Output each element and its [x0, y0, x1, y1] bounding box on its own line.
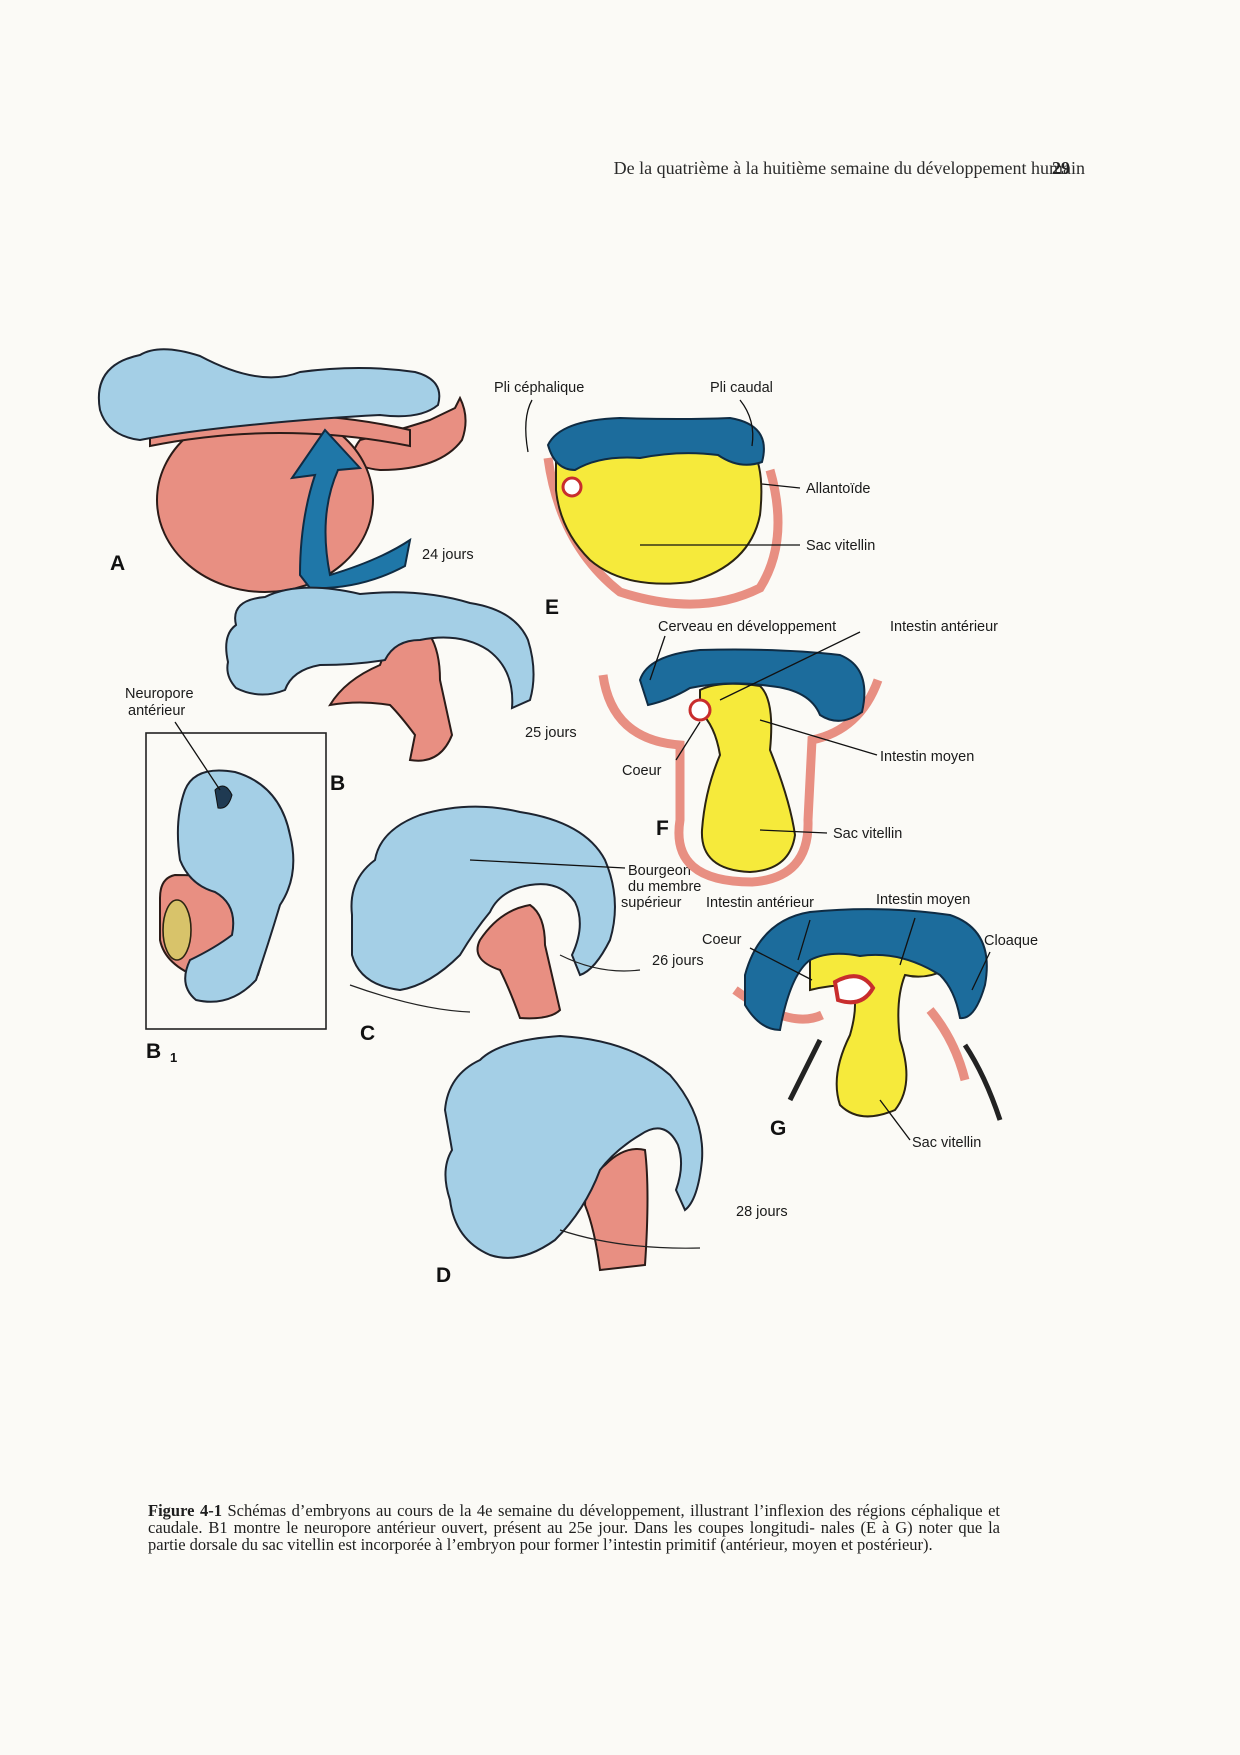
pointer-cerveau [649, 635, 666, 681]
pointer-allantoide [761, 483, 801, 489]
panel-label-b1: B [146, 1040, 161, 1063]
label-sac-vitellin-g: Sac vitellin [912, 1135, 981, 1151]
page-number: 29 [1052, 158, 1070, 178]
label-intestin-anterieur-f: Intestin antérieur [890, 619, 998, 635]
pointer-coeur-g [749, 947, 813, 981]
age-label-a: 24 jours [422, 547, 474, 563]
pointer-bourgeon [469, 859, 626, 869]
caption-figure-label: Figure 4-1 [148, 1501, 222, 1520]
age-label-b: 25 jours [525, 725, 577, 741]
pointer-neuropore [174, 721, 221, 791]
caption-line-1: Schémas d’embryons au cours de la 4e sem… [227, 1501, 906, 1520]
panel-g-illustration [732, 908, 988, 1118]
panel-d-illustration [443, 1034, 704, 1272]
pointer-sac-vitellin-g [879, 1099, 911, 1141]
pointer-cloaque [971, 951, 991, 991]
label-neuropore-1: Neuropore [125, 686, 194, 702]
panel-label-f: F [656, 817, 669, 840]
panel-a-illustration [97, 348, 467, 593]
age-label-c: 26 jours [652, 953, 704, 969]
panel-e-illustration [543, 416, 783, 609]
panel-label-c: C [360, 1022, 375, 1045]
figure-4-1: A 24 jours B 25 jours Neuropore antérieu… [97, 348, 1038, 1287]
label-coeur-g: Coeur [702, 932, 742, 948]
panel-label-b1-sub: 1 [170, 1050, 177, 1065]
arrow-g-left [787, 1038, 823, 1102]
figure-caption: Figure 4-1 Schémas d’embryons au cours d… [148, 1502, 1000, 1553]
label-pli-caudal: Pli caudal [710, 380, 773, 396]
panel-b-illustration [225, 586, 535, 762]
arrow-pli-cephalique [525, 399, 533, 453]
panel-b1-frame [145, 732, 327, 1030]
arrow-pli-caudal [739, 399, 754, 447]
panel-label-a: A [110, 552, 125, 575]
caption-line-4: (antérieur, moyen et postérieur). [720, 1535, 933, 1554]
label-bourgeon-1: Bourgeon [628, 863, 691, 879]
arrow-g-right [962, 1043, 1003, 1121]
label-intestin-anterieur-g: Intestin antérieur [706, 895, 814, 911]
panel-c-illustration [349, 805, 641, 1020]
label-cerveau: Cerveau en développement [658, 619, 836, 635]
pointer-sac-vitellin-f [759, 829, 828, 834]
panel-label-g: G [770, 1117, 786, 1140]
age-label-d: 28 jours [736, 1204, 788, 1220]
panel-f-illustration [598, 648, 883, 887]
pointer-intestin-anterieur-f [719, 631, 861, 701]
panel-label-e: E [545, 596, 559, 619]
label-pli-cephalique: Pli céphalique [494, 380, 584, 396]
label-cloaque: Cloaque [984, 933, 1038, 949]
label-intestin-moyen-f: Intestin moyen [880, 749, 974, 765]
label-sac-vitellin-f: Sac vitellin [833, 826, 902, 842]
label-bourgeon-3: supérieur [621, 895, 682, 911]
panel-label-b: B [330, 772, 345, 795]
label-neuropore-2: antérieur [128, 703, 185, 719]
label-allantoide: Allantoïde [806, 481, 871, 497]
pointer-intestin-moyen-g [899, 917, 916, 966]
pointer-coeur-f [675, 721, 701, 761]
pointer-intestin-anterieur-g [797, 919, 811, 961]
label-sac-vitellin-e: Sac vitellin [806, 538, 875, 554]
label-intestin-moyen-g: Intestin moyen [876, 892, 970, 908]
caption-line-3: nales (E à G) noter que la partie dorsal… [148, 1518, 1001, 1554]
panel-label-d: D [436, 1264, 451, 1287]
panel-b1-illustration [159, 769, 295, 1003]
label-bourgeon-2: du membre [628, 879, 701, 895]
running-title: De la quatrième à la huitième semaine du… [613, 158, 1085, 178]
caption-line-2: céphalique et caudale. B1 montre le neur… [148, 1501, 1001, 1537]
label-coeur-f: Coeur [622, 763, 662, 779]
pointer-intestin-moyen-f [759, 719, 878, 756]
